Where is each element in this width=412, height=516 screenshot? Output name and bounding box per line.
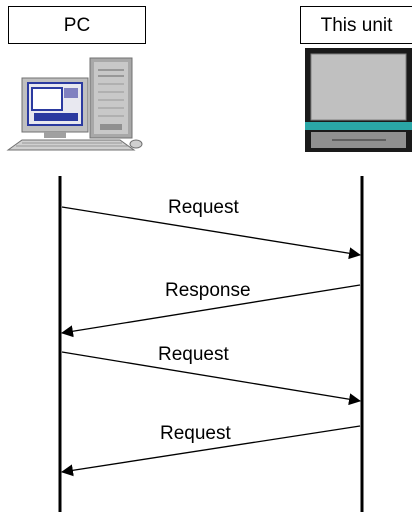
- message-label-4: Request: [160, 423, 231, 444]
- unit-label-box: This unit: [300, 6, 412, 44]
- unit-label: This unit: [320, 14, 393, 36]
- message-arrow-1: [61, 206, 361, 260]
- message-label-3: Request: [158, 344, 229, 365]
- message-label-1: Request: [168, 197, 239, 218]
- pc-label-box: PC: [8, 6, 146, 44]
- display-unit-icon: [305, 48, 412, 152]
- message-arrow-2: [61, 284, 361, 338]
- message-arrow-3: [61, 351, 361, 406]
- message-arrow-4: [61, 425, 361, 477]
- message-label-2: Response: [165, 280, 251, 301]
- pc-label: PC: [63, 14, 91, 36]
- desktop-pc-icon: [6, 57, 143, 151]
